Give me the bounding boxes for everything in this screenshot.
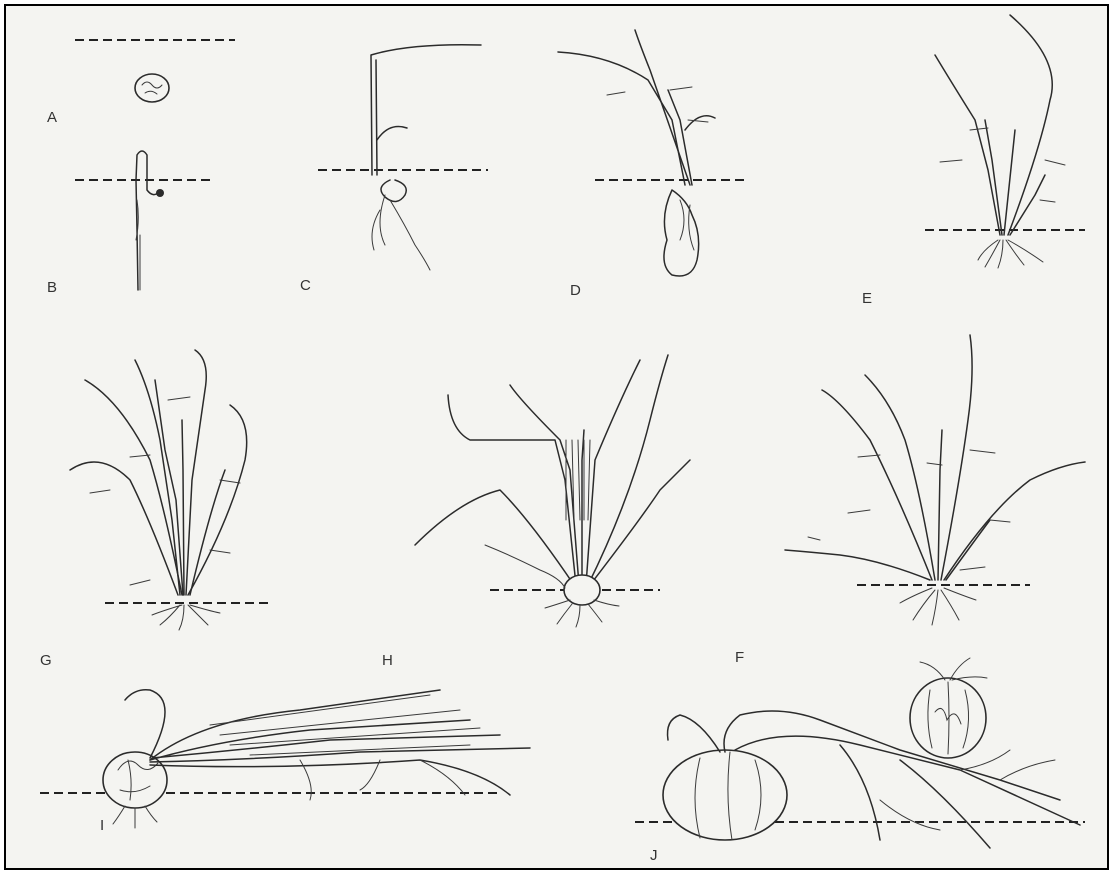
panel-b-label: B	[47, 279, 57, 296]
panel-f-mature-plant	[785, 335, 1085, 625]
panel-a-seed	[75, 40, 235, 102]
panel-j-label: J	[650, 847, 658, 864]
panel-d-label: D	[570, 282, 581, 299]
panel-d-second-leaf	[558, 30, 745, 276]
panel-h-bulb-forming	[415, 355, 690, 627]
panel-i-label: I	[100, 817, 104, 834]
panel-i-lodged-plant	[40, 690, 530, 828]
panel-g-multi-leaf-plant	[70, 350, 268, 630]
panel-j-harvested-bulbs	[635, 658, 1085, 848]
panel-c-label: C	[300, 277, 311, 294]
panel-e-young-seedling	[925, 15, 1085, 268]
panel-e-label: E	[862, 290, 872, 307]
panel-b-germination	[75, 151, 210, 290]
panel-f-label: F	[735, 649, 744, 666]
panel-g-label: G	[40, 652, 52, 669]
panel-h-label: H	[382, 652, 393, 669]
panel-c-first-leaf	[318, 45, 488, 270]
panel-a-label: A	[47, 109, 57, 126]
